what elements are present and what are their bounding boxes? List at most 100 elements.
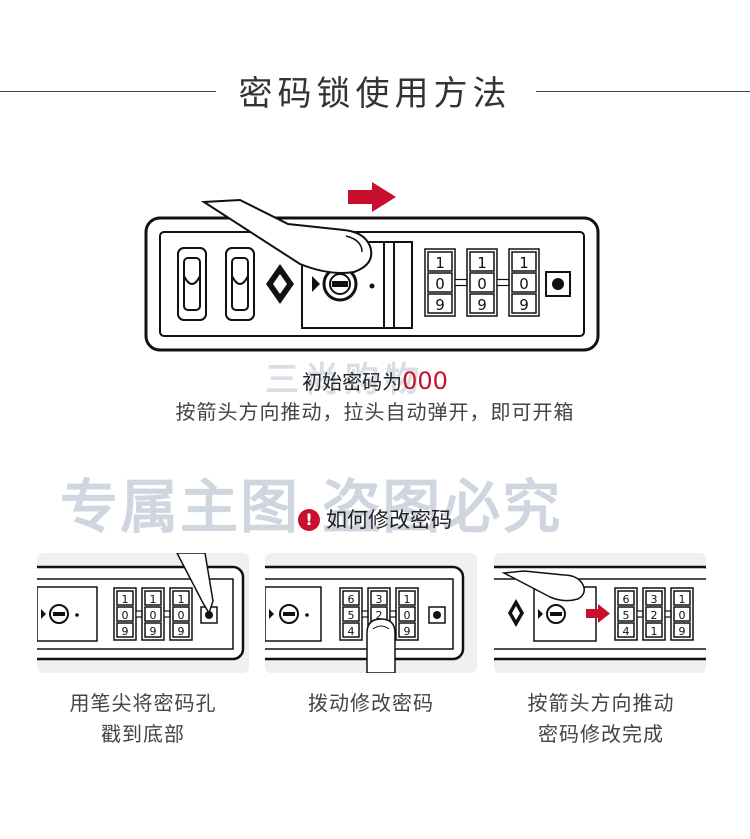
push-arrow-icon: [586, 604, 610, 623]
wheel-digit: 1: [519, 254, 529, 272]
wheel-digit-box: [144, 622, 162, 638]
wheel-digit: 9: [679, 625, 686, 638]
wheel-digit: 4: [348, 625, 355, 638]
section-subtitle: 如何修改密码: [326, 508, 452, 532]
section-subtitle-row: ! 如何修改密码: [0, 504, 750, 534]
wheel-digit-box: [172, 622, 190, 638]
wheel-digit: 2: [376, 609, 383, 622]
wheel-digit-box: [645, 606, 663, 622]
wheel-digit-box: [617, 622, 635, 638]
wheel-digit-box: [116, 590, 134, 606]
wheel-digit: 1: [679, 593, 686, 606]
wheel-digit-box: [342, 606, 360, 622]
initial-code-label: 初始密码为: [302, 370, 403, 394]
step-1-caption-line1: 用笔尖将密码孔: [69, 691, 217, 715]
wheel-digit: 6: [348, 593, 355, 606]
step-3-caption: 按箭头方向推动 密码修改完成: [486, 688, 716, 750]
step-1-caption-line2: 戳到底部: [101, 722, 185, 746]
wheel-digit-box: [511, 272, 537, 293]
wheel-frame: [169, 587, 193, 641]
finger-icon: [366, 618, 396, 673]
wheel-connector: [361, 610, 369, 618]
title-rule-left: [0, 91, 216, 92]
wheel-digit-box: [645, 622, 663, 638]
wheel-connector: [636, 610, 644, 618]
wheel-digit-box: [427, 293, 453, 314]
wheel-frame: [395, 587, 419, 641]
tsa-diamond-icon: [266, 264, 294, 304]
wheel-digit-box: [673, 606, 691, 622]
wheel-digit: 9: [178, 625, 185, 638]
push-arrow-icon: [348, 182, 396, 212]
wheel-digit: 5: [623, 609, 630, 622]
wheel-digit-box: [144, 590, 162, 606]
wheel-digit: 9: [122, 625, 129, 638]
wheel-digit-box: [469, 251, 495, 272]
wheel-digit: 0: [150, 609, 157, 622]
wheel-frame: [670, 587, 694, 641]
wheel-digit-box: [172, 606, 190, 622]
wheel-digit-box: [469, 272, 495, 293]
wheel-digit: 0: [477, 275, 487, 293]
wheel-digit: 9: [404, 625, 411, 638]
wheel-digit-box: [617, 590, 635, 606]
exclamation-icon: !: [298, 509, 320, 531]
wheel-digit-box: [645, 590, 663, 606]
wheel-digit-box: [673, 590, 691, 606]
wheel-digit-box: [172, 590, 190, 606]
zipper-slot-left: [177, 247, 207, 321]
wheel-digit: 0: [404, 609, 411, 622]
wheel-digit: 3: [651, 593, 658, 606]
direction-triangle-icon: [312, 276, 320, 292]
wheel-digit: 1: [435, 254, 445, 272]
wheel-digit: 9: [150, 625, 157, 638]
wheel-digit-box: [511, 251, 537, 272]
wheel-connector: [163, 610, 171, 618]
step-3-caption-line2: 密码修改完成: [538, 722, 664, 746]
wheel-digit: 1: [651, 625, 658, 638]
keyhole-icon: [322, 266, 358, 302]
wheel-digit: 9: [477, 296, 487, 314]
wheel-digit: 3: [376, 593, 383, 606]
wheel-digit: 1: [178, 593, 185, 606]
wheel-connector: [135, 610, 143, 618]
wheel-digit-box: [511, 293, 537, 314]
watermark-logo-text: 三尚购物: [265, 360, 425, 400]
initial-code-line: 初始密码为000: [0, 366, 750, 395]
wheel-digit: 0: [122, 609, 129, 622]
step-3-caption-line1: 按箭头方向推动: [527, 691, 675, 715]
wheel-digit-box: [398, 606, 416, 622]
wheel-digit: 0: [679, 609, 686, 622]
page-title: 密码锁使用方法: [238, 74, 512, 114]
wheel-digit-box: [398, 590, 416, 606]
wheel-digit: 9: [435, 296, 445, 314]
wheel-connector: [496, 278, 510, 287]
wheel-digit: 1: [122, 593, 129, 606]
wheel-digit-box: [469, 293, 495, 314]
wheel-digit: 1: [404, 593, 411, 606]
lock-inner-frame: [159, 231, 585, 337]
initial-code-value: 000: [402, 367, 448, 395]
wheel-digit-box: [370, 590, 388, 606]
wheel-digit: 0: [178, 609, 185, 622]
wheel-frame: [508, 248, 540, 317]
wheel-digit: 2: [651, 609, 658, 622]
wheel-connector: [389, 610, 397, 618]
wheel-digit-box: [342, 622, 360, 638]
step-2-caption: 拨动修改密码: [256, 688, 486, 719]
wheel-digit-box: [398, 622, 416, 638]
wheel-digit-box: [427, 272, 453, 293]
title-rule-right: [536, 91, 750, 92]
wheel-digit-box: [342, 590, 360, 606]
wheel-digit: 0: [519, 275, 529, 293]
wheel-connector: [664, 610, 672, 618]
step-1-caption: 用笔尖将密码孔 戳到底部: [28, 688, 258, 750]
